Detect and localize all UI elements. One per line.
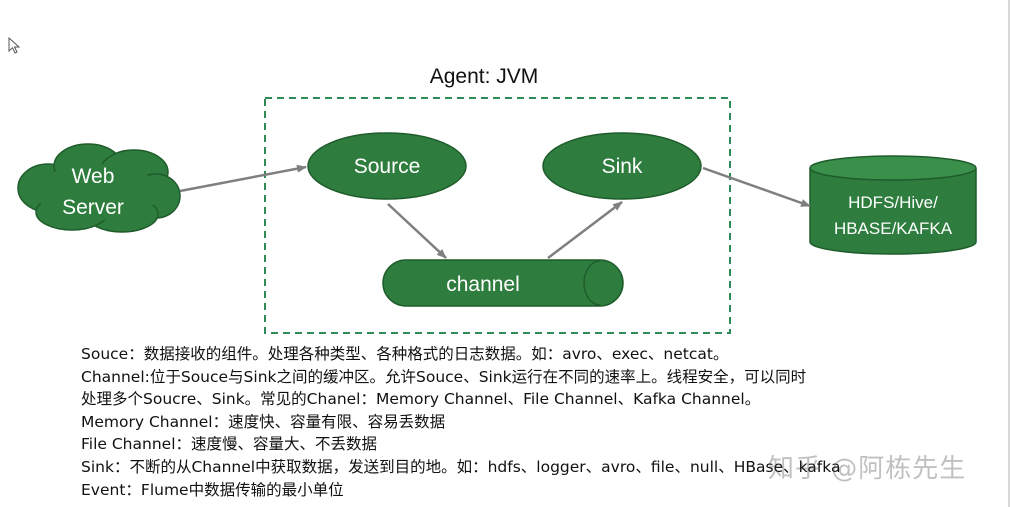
sink-label: Sink [602, 155, 643, 178]
right-edge-divider [1008, 0, 1010, 507]
channel-node: channel [382, 259, 624, 307]
arrow-sink-to-storage [702, 166, 811, 208]
note-channel: Channel:位于Souce与Sink之间的缓冲区。允许Souce、Sink运… [81, 367, 807, 386]
source-node: Source [307, 132, 467, 200]
agent-title: Agent: JVM [430, 65, 539, 88]
note-memory-channel: Memory Channel：速度快、容量有限、容易丢数据 [81, 412, 446, 431]
note-file-channel: File Channel：速度慢、容量大、不丢数据 [81, 435, 377, 454]
arrow-webserver-to-source [179, 164, 307, 193]
note-channel-continued: 处理多个Soucre、Sink。常见的Chanel：Memory Channel… [81, 390, 761, 409]
agent-boundary [264, 97, 731, 334]
storage-label-line1: HDFS/Hive/ [848, 193, 938, 212]
note-sink: Sink：不断的从Channel中获取数据，发送到目的地。如：hdfs、logg… [81, 457, 841, 476]
web-server-label-line2: Server [62, 196, 124, 219]
source-label: Source [354, 155, 421, 178]
arrow-source-to-channel [387, 203, 447, 259]
storage-cylinder: HDFS/Hive/ HBASE/KAFKA [809, 155, 977, 255]
notes-text-block: Souce：数据接收的组件。处理各种类型、各种格式的日志数据。如：avro、ex… [81, 343, 961, 501]
storage-label-line2: HBASE/KAFKA [834, 219, 953, 238]
note-souce: Souce：数据接收的组件。处理各种类型、各种格式的日志数据。如：avro、ex… [81, 345, 729, 363]
arrow-channel-to-sink [547, 201, 623, 259]
note-event: Event：Flume中数据传输的最小单位 [81, 480, 344, 499]
sink-node: Sink [542, 132, 702, 200]
web-server-cloud: Web Server [17, 143, 181, 233]
channel-label: channel [446, 273, 520, 296]
watermark-text: 知乎 @阿栋先生 [768, 454, 967, 484]
mouse-cursor-icon [8, 37, 21, 54]
web-server-label-line1: Web [72, 165, 115, 188]
